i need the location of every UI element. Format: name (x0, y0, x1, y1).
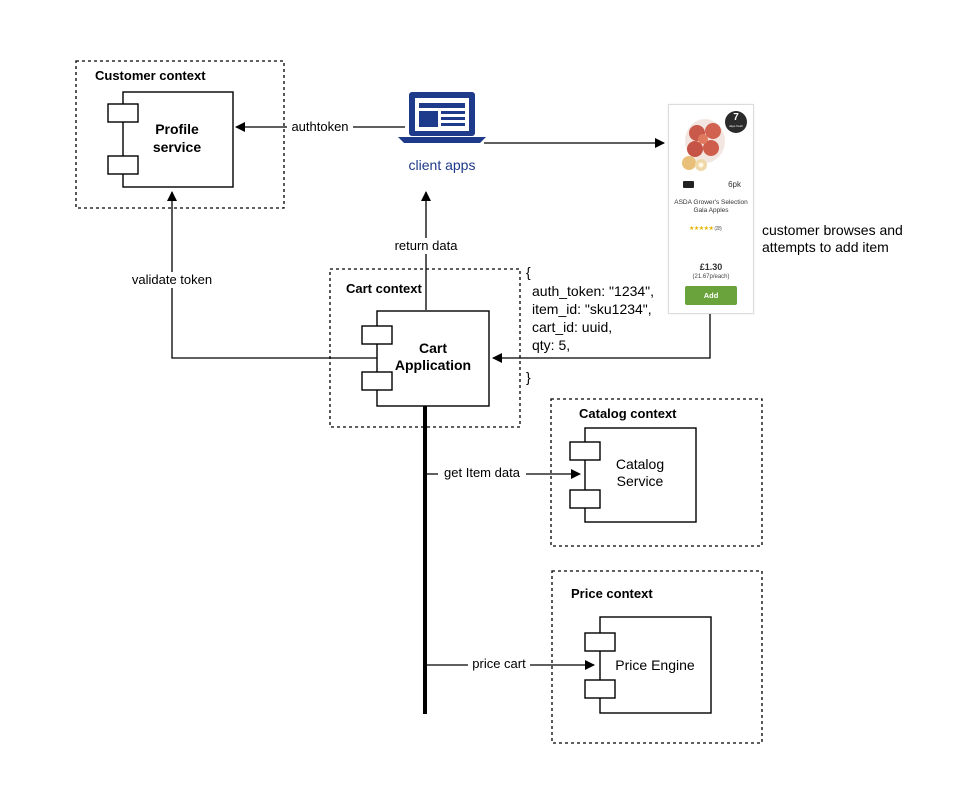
catalog-service-port-bottom (569, 489, 601, 509)
price-tag-icon (683, 181, 694, 188)
edge-validate-token: validate token (124, 191, 378, 359)
profile-service-label-1: Profile (155, 121, 199, 137)
edge-return-data: return data (388, 191, 464, 310)
payload-line-1: auth_token: "1234", (532, 283, 654, 299)
catalog-context-border (550, 398, 763, 547)
cart-application[interactable]: Cart Application (361, 310, 490, 407)
cart-context: Cart context (329, 268, 521, 428)
freshness-badge-number: 7 (733, 112, 739, 123)
laptop-icon (398, 92, 486, 143)
profile-service-box[interactable] (122, 91, 234, 188)
catalog-context-label: Catalog context (579, 406, 677, 421)
price-context-border (551, 570, 763, 744)
catalog-service-port-top (569, 441, 601, 461)
payload-line-3: cart_id: uuid, (532, 319, 612, 335)
freshness-badge-text: days fresh (729, 124, 743, 128)
catalog-service-label-1: Catalog (616, 456, 664, 472)
rating-stars: ★★★★★(28) (689, 225, 722, 232)
profile-service[interactable]: Profile service (107, 91, 234, 188)
customer-context: Customer context Profile service (75, 60, 285, 209)
client-apps-label: client apps (409, 157, 476, 173)
catalog-context: Catalog context Catalog Service (550, 398, 763, 547)
profile-service-port-top (107, 103, 139, 123)
cart-application-box[interactable] (376, 310, 490, 407)
edge-get-item-data: get Item data (427, 465, 581, 481)
edge-authtoken: authtoken (235, 119, 405, 135)
product-name[interactable]: ASDA Grower's Selection Gala Apples (674, 199, 748, 214)
edge-product-to-cart (492, 310, 711, 363)
catalog-service[interactable]: Catalog Service (569, 427, 697, 523)
price-context-label: Price context (571, 586, 653, 601)
cart-application-port-bottom (361, 371, 393, 391)
customer-context-border (75, 60, 285, 209)
profile-service-label-2: service (153, 139, 201, 155)
payload-close-brace: } (526, 369, 531, 385)
edge-authtoken-label: authtoken (291, 119, 348, 134)
edge-get-item-data-label: get Item data (444, 465, 521, 480)
price-engine-box[interactable] (599, 616, 712, 714)
profile-service-port-bottom (107, 155, 139, 175)
product-price: £1.30 (699, 262, 723, 272)
catalog-service-label-2: Service (617, 473, 664, 489)
payload-line-4: qty: 5, (532, 337, 570, 353)
price-engine-port-top (584, 632, 616, 652)
cart-application-label-1: Cart (419, 340, 447, 356)
customer-context-label: Customer context (95, 68, 206, 83)
edge-return-data-label: return data (395, 238, 459, 253)
add-button[interactable]: Add (685, 286, 737, 305)
price-context: Price context Price Engine (551, 570, 763, 744)
customer-annotation-line-2: attempts to add item (762, 239, 889, 255)
edge-validate-token-label: validate token (132, 272, 212, 287)
star-icons: ★★★★★ (689, 226, 714, 232)
unit-price: (21.67p/each) (692, 274, 730, 280)
cart-application-label-2: Application (395, 357, 471, 373)
edge-price-cart-label: price cart (472, 656, 526, 671)
catalog-service-box[interactable] (584, 427, 697, 523)
pack-size: 6pk (728, 180, 741, 189)
apples-image (682, 119, 725, 171)
customer-annotation-line-1: customer browses and (762, 222, 903, 238)
cart-context-label: Cart context (346, 281, 423, 296)
price-engine-port-bottom (584, 679, 616, 699)
payload-open-brace: { (526, 264, 531, 280)
request-payload: { auth_token: "1234", item_id: "sku1234"… (526, 264, 654, 385)
review-count: (28) (714, 226, 722, 232)
price-engine[interactable]: Price Engine (584, 616, 712, 714)
payload-line-2: item_id: "sku1234", (532, 301, 652, 317)
freshness-badge: 7 days fresh (725, 111, 747, 133)
product-card[interactable]: 7 days fresh 6pk ASDA Grower's Selection… (668, 104, 754, 314)
client-apps[interactable]: client apps (398, 92, 486, 173)
price-engine-label: Price Engine (615, 657, 695, 673)
cart-application-port-top (361, 325, 393, 345)
edge-price-cart: price cart (427, 656, 595, 672)
